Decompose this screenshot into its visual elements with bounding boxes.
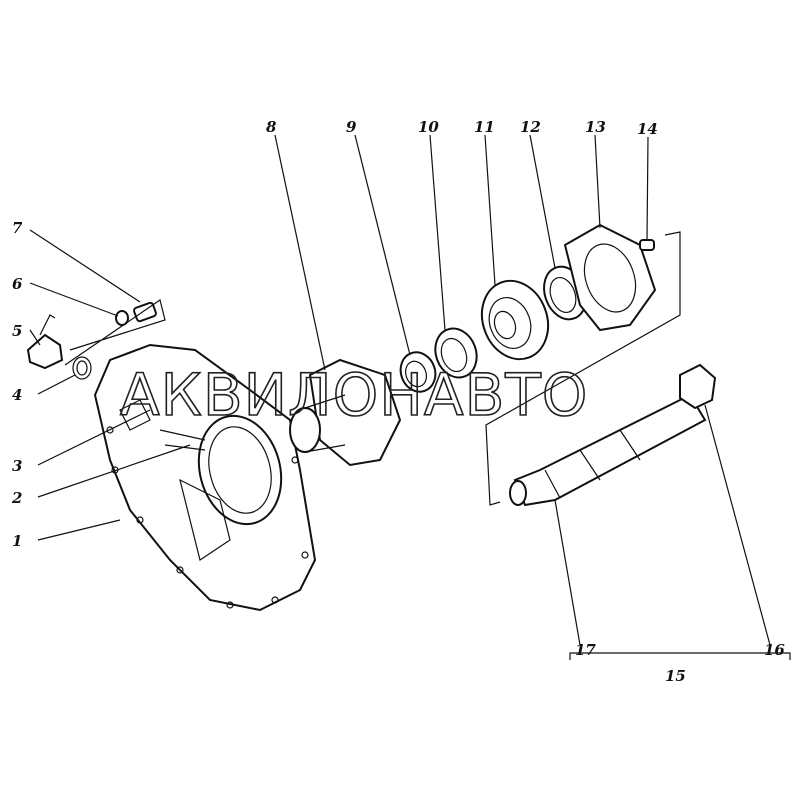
callout-4: 4 — [12, 386, 22, 404]
callout-2: 2 — [11, 489, 22, 507]
bracket-lines — [64, 299, 166, 366]
part-seal-10 — [434, 327, 478, 379]
part-ring-9 — [399, 351, 437, 393]
callout-9: 9 — [346, 118, 357, 136]
leader-lines — [29, 134, 771, 646]
part-flange-13 — [563, 223, 657, 332]
callout-13: 13 — [585, 118, 606, 136]
part-housing — [93, 343, 317, 612]
part-fitting-14 — [639, 239, 655, 251]
callout-5: 5 — [12, 322, 22, 340]
callout-14: 14 — [637, 120, 658, 138]
callout-17: 17 — [575, 641, 596, 659]
callout-labels: 1 2 3 4 5 6 7 8 9 10 11 12 13 14 15 16 1… — [11, 118, 785, 685]
callout-10: 10 — [418, 118, 439, 136]
callout-7: 7 — [12, 219, 23, 237]
callout-11: 11 — [474, 118, 495, 136]
callout-6: 6 — [12, 275, 23, 293]
callout-1: 1 — [12, 532, 22, 550]
callout-3: 3 — [12, 457, 22, 475]
part-ball-bearing-11 — [480, 279, 550, 361]
assembly-15-bracket — [569, 652, 791, 660]
part-nut-16 — [679, 363, 717, 410]
part-spring — [72, 356, 92, 380]
watermark: АКВИЛОНАВТО — [120, 361, 588, 429]
part-bearing-cover — [289, 358, 402, 467]
part-lever — [26, 314, 64, 370]
part-shaft-17 — [509, 393, 707, 507]
assembly-bracket — [485, 231, 681, 506]
part-washer — [115, 310, 129, 326]
callout-15: 15 — [665, 667, 686, 685]
part-bolt — [133, 301, 157, 323]
callout-8: 8 — [266, 118, 277, 136]
callout-16: 16 — [764, 641, 785, 659]
callout-12: 12 — [520, 118, 541, 136]
